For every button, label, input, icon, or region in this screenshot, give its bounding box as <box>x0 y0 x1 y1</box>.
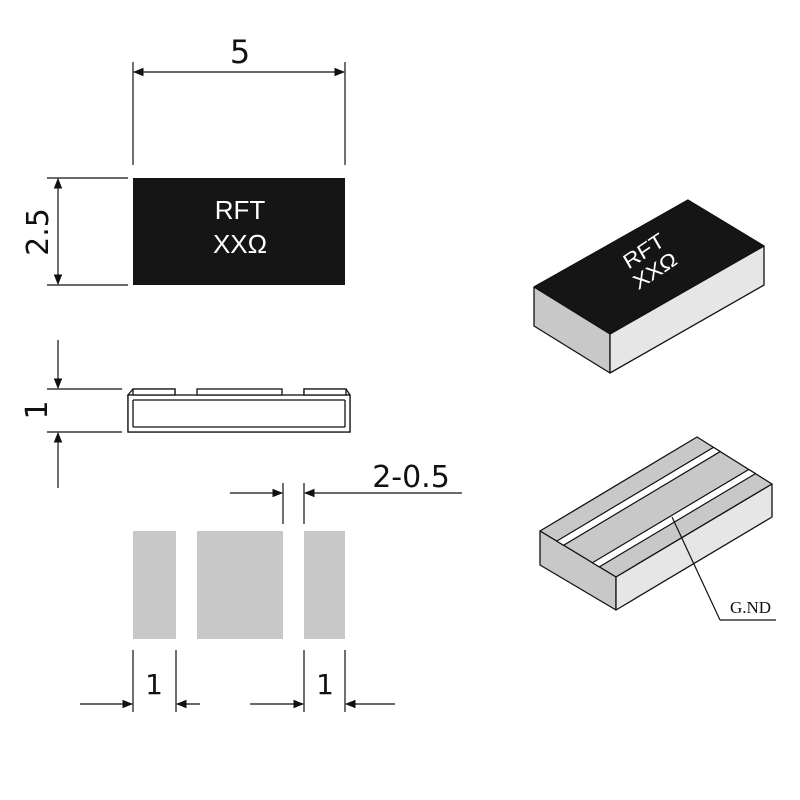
bottom-view <box>133 531 345 639</box>
dimension-thickness-label: 1 <box>20 400 55 419</box>
iso-right-face <box>609 245 765 374</box>
bottom-gap-right <box>283 531 304 639</box>
top-view: RFT XXΩ <box>133 178 345 285</box>
dimension-gap-label: 2-0.5 <box>372 460 450 495</box>
dimension-gap <box>230 483 462 524</box>
iso-stripe-right <box>591 468 757 568</box>
dimension-pad-left <box>80 650 200 712</box>
top-view-body <box>133 178 345 285</box>
bottom-gap-left <box>176 531 197 639</box>
bottom-view-body <box>133 531 345 639</box>
top-marking-line2: XXΩ <box>213 229 267 259</box>
dimension-width <box>47 177 128 286</box>
iso-top-view <box>533 199 765 374</box>
gnd-label: G.ND <box>730 598 771 617</box>
iso-bottom-view <box>539 436 773 611</box>
side-view <box>126 388 351 433</box>
dimension-pad-left-label: 1 <box>145 668 163 701</box>
dimension-pad-right-label: 1 <box>316 668 334 701</box>
dimension-thickness <box>47 340 122 488</box>
dimension-width-label: 2.5 <box>21 208 56 256</box>
top-marking-line1: RFT <box>215 195 266 225</box>
gnd-leader <box>671 516 776 621</box>
iso-stripe-left <box>555 446 722 546</box>
dimension-pad-right <box>250 650 395 712</box>
iso-bottom-right-face <box>615 483 773 611</box>
dimension-length <box>132 62 346 165</box>
dimension-length-label: 5 <box>230 33 250 71</box>
